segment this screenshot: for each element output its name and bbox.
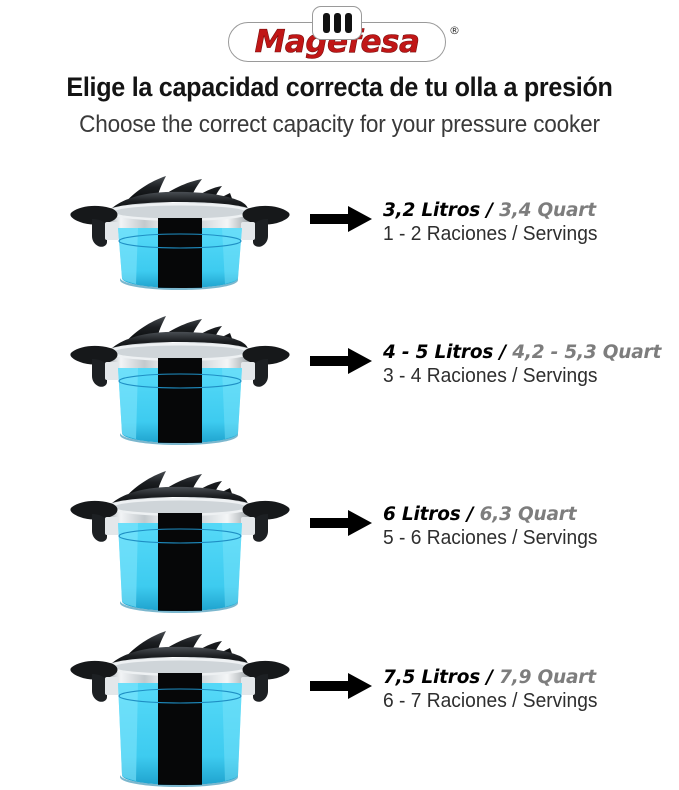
capacity-line: 6 Litros / 6,3 Quart	[383, 504, 606, 525]
capacity-line: 3,2 Litros / 3,4 Quart	[383, 200, 606, 221]
capacity-separator: /	[466, 504, 474, 525]
capacity-litros: 4 - 5 Litros	[383, 342, 494, 363]
capacity-quart: 6,3 Quart	[479, 504, 577, 525]
capacity-separator: /	[486, 667, 493, 688]
capacity-separator: /	[486, 200, 493, 221]
capacity-row: 7,5 Litros / 7,9 Quart 6 - 7 Raciones / …	[0, 615, 679, 790]
capacity-separator: /	[499, 342, 506, 363]
servings-line: 3 - 4 Raciones / Servings	[383, 365, 598, 387]
capacity-litros: 7,5 Litros	[383, 667, 481, 688]
arrow-right-icon	[310, 348, 372, 374]
page-title-spanish: Elige la capacidad correcta de tu olla a…	[66, 72, 613, 102]
capacity-quart: 7,9 Quart	[499, 667, 596, 688]
logo-bar-2	[333, 13, 341, 33]
arrow-right-icon	[310, 510, 372, 536]
capacity-quart: 3,4 Quart	[499, 200, 596, 221]
logo-bars-badge	[312, 6, 362, 40]
arrow-right-icon	[310, 206, 372, 232]
servings-line: 1 - 2 Raciones / Servings	[383, 223, 598, 245]
registered-trademark-icon: ®	[449, 24, 460, 37]
capacity-quart: 4,2 - 5,3 Quart	[512, 342, 662, 363]
capacity-litros: 6 Litros	[383, 504, 461, 525]
capacity-row: 3,2 Litros / 3,4 Quart 1 - 2 Raciones / …	[0, 160, 679, 300]
capacity-row: 4 - 5 Litros / 4,2 - 5,3 Quart 3 - 4 Rac…	[0, 300, 679, 450]
capacity-line: 4 - 5 Litros / 4,2 - 5,3 Quart	[383, 342, 661, 363]
capacity-row: 6 Litros / 6,3 Quart 5 - 6 Raciones / Se…	[0, 455, 679, 615]
capacity-text-block: 7,5 Litros / 7,9 Quart 6 - 7 Raciones / …	[383, 667, 606, 713]
logo-wrap: Magefesa ®	[228, 6, 460, 64]
logo-bar-3	[344, 13, 352, 33]
capacity-text-block: 4 - 5 Litros / 4,2 - 5,3 Quart 3 - 4 Rac…	[383, 342, 661, 388]
capacity-text-block: 6 Litros / 6,3 Quart 5 - 6 Raciones / Se…	[383, 504, 606, 550]
capacity-litros: 3,2 Litros	[383, 200, 481, 221]
pressure-cooker-icon	[70, 471, 290, 613]
pressure-cooker-icon	[70, 631, 290, 787]
capacity-line: 7,5 Litros / 7,9 Quart	[383, 667, 606, 688]
logo-bar-1	[322, 13, 330, 33]
pressure-cooker-icon	[70, 316, 290, 445]
capacity-text-block: 3,2 Litros / 3,4 Quart 1 - 2 Raciones / …	[383, 200, 606, 246]
brand-logo: Magefesa ®	[0, 4, 679, 66]
page-title-english: Choose the correct capacity for your pre…	[79, 111, 600, 138]
servings-line: 6 - 7 Raciones / Servings	[383, 690, 598, 712]
arrow-right-icon	[310, 673, 372, 699]
servings-line: 5 - 6 Raciones / Servings	[383, 527, 598, 549]
pressure-cooker-icon	[70, 176, 290, 290]
